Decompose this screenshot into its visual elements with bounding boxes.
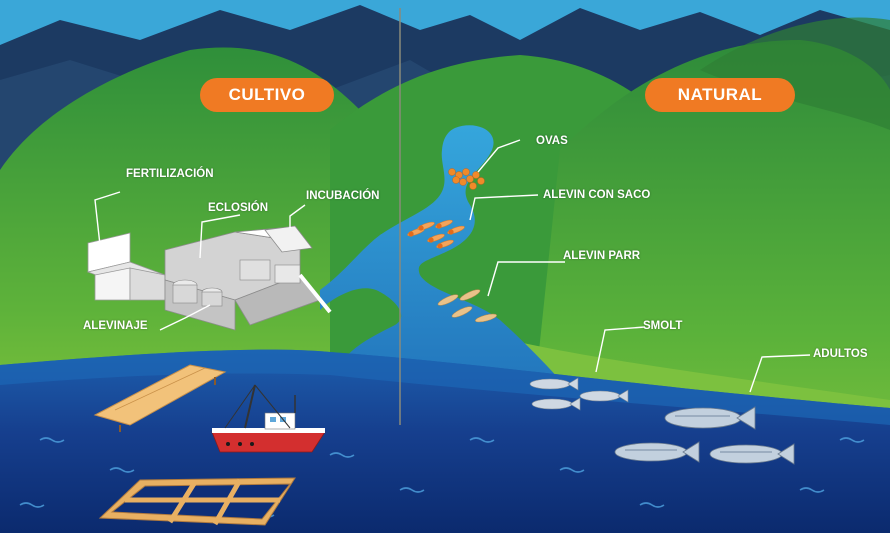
fish-pen bbox=[98, 477, 296, 526]
dock bbox=[93, 364, 227, 432]
hatchery-building bbox=[86, 225, 332, 331]
label-alevin-con-saco: ALEVIN CON SACO bbox=[543, 189, 651, 201]
sea-shallow bbox=[0, 349, 890, 425]
label-incubacion: INCUBACIÓN bbox=[306, 190, 380, 202]
label-fertilizacion: FERTILIZACIÓN bbox=[126, 168, 214, 180]
label-ovas: OVAS bbox=[536, 135, 568, 147]
label-alevinaje: ALEVINAJE bbox=[83, 320, 148, 332]
section-badge-cultivo: CULTIVO bbox=[200, 78, 334, 112]
river bbox=[320, 125, 560, 380]
section-badge-natural: NATURAL bbox=[645, 78, 795, 112]
leader-lines bbox=[94, 139, 811, 393]
fishing-boat bbox=[211, 384, 326, 453]
label-adultos: ADULTOS bbox=[813, 348, 868, 360]
label-alevin-parr: ALEVIN PARR bbox=[563, 250, 641, 262]
alevin-parr-fish bbox=[437, 289, 497, 323]
salmon-eggs bbox=[448, 168, 485, 190]
label-eclosion: ECLOSIÓN bbox=[208, 202, 269, 214]
label-smolt: SMOLT bbox=[643, 320, 683, 332]
hill-right-back bbox=[700, 17, 890, 130]
alevin-con-saco-fish bbox=[407, 219, 465, 249]
smolt-fish bbox=[529, 377, 629, 411]
adult-salmon-fish bbox=[614, 406, 795, 465]
